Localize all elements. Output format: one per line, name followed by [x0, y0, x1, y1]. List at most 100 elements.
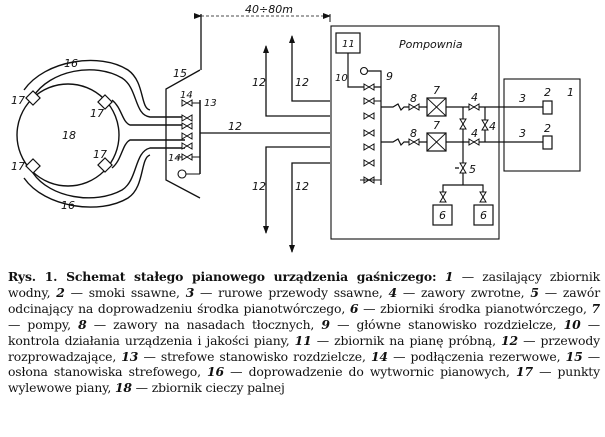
- caption-item: 12 — przewody rozprowadzające,: [8, 333, 600, 364]
- foam-outlet-point: [25, 90, 41, 106]
- label-13: 13: [204, 98, 217, 109]
- caption-item-text: — zawory zwrotne,: [397, 284, 531, 300]
- label-7-top: 7: [433, 84, 440, 97]
- caption-item: 14 — podłączenia rezerwowe,: [371, 349, 566, 364]
- foam-agent-tank: [473, 204, 494, 226]
- caption-item-text: — przewody rozprowadzające,: [8, 332, 600, 364]
- caption-item: 13 — strefowe stanowisko rozdzielcze,: [121, 349, 371, 364]
- label-6-b: 6: [480, 209, 487, 222]
- label-5: 5: [469, 163, 476, 176]
- label-2-bottom: 2: [544, 122, 551, 135]
- caption-item-number: 8: [78, 316, 87, 332]
- label-14-top: 14: [180, 90, 193, 101]
- flammable-liquid-tank: 16 16 17 17 17 17 18: [11, 57, 185, 212]
- caption-item-text: — punkty wylewowe piany,: [8, 364, 600, 396]
- foam-outlet-point: [97, 157, 113, 173]
- figure-caption: Rys. 1. Schemat stałego pianowego urządz…: [8, 269, 600, 396]
- caption-item: 17 — punkty wylewowe piany,: [8, 364, 600, 395]
- caption-item-text: — zawór odcinający na doprowadzeniu środ…: [8, 284, 600, 316]
- caption-item-text: — podłączenia rezerwowe,: [387, 348, 566, 364]
- label-8-top: 8: [410, 92, 417, 105]
- caption-item-text: — zbiornik na pianę próbną,: [311, 332, 502, 348]
- caption-item: 10 — kontrola działania urządzenia i jak…: [8, 317, 600, 348]
- caption-item: 16 — doprowadzenie do wytwornic pianowyc…: [207, 364, 516, 379]
- suction-strainer: [542, 100, 553, 115]
- label-16-top: 16: [64, 57, 78, 70]
- caption-item: 5 — zawór odcinający na doprowadzeniu śr…: [8, 285, 600, 316]
- distance-dimension: 40÷80m: [194, 3, 331, 70]
- caption-item-text: — zbiornik cieczy palnej: [131, 380, 285, 396]
- label-15: 15: [173, 67, 187, 80]
- caption-item-text: — zbiorniki środka pianotwórczego,: [358, 300, 592, 316]
- pump-room-label: Pompownia: [399, 38, 463, 51]
- caption-item: 15 — osłona stanowiska strefowego,: [8, 349, 600, 380]
- label-4-a: 4: [471, 91, 478, 104]
- caption-legend: 1 — zasilający zbiornik wodny, 2 — smoki…: [8, 269, 600, 395]
- label-6-a: 6: [439, 209, 446, 222]
- caption-item-number: 11: [294, 332, 312, 348]
- caption-item: 4 — zawory zwrotne,: [389, 285, 531, 300]
- label-8-bottom: 8: [410, 127, 417, 140]
- pump-room: Pompownia 11 10 9 8 8: [330, 25, 500, 240]
- label-3-bottom: 3: [519, 127, 526, 140]
- caption-item-text: — zasilający zbiornik wodny,: [8, 269, 600, 300]
- label-12-c: 12: [252, 180, 266, 193]
- label-4-b: 4: [471, 127, 478, 140]
- caption-item-text: — kontrola działania urządzenia i jakośc…: [8, 316, 600, 348]
- caption-item-number: 14: [370, 348, 388, 364]
- caption-item: 6 — zbiorniki środka pianotwórczego,: [350, 301, 592, 316]
- caption-item-number: 2: [56, 284, 65, 300]
- label-11: 11: [342, 39, 355, 50]
- label-18: 18: [62, 129, 76, 142]
- label-7-bottom: 7: [433, 119, 440, 132]
- label-17-c: 17: [11, 160, 25, 173]
- label-17-a: 17: [11, 94, 25, 107]
- label-16-bottom: 16: [61, 199, 75, 212]
- zone-distribution-station: 15 14 13 14 12: [165, 67, 330, 199]
- caption-item: 11 — zbiornik na pianę próbną,: [295, 333, 501, 348]
- caption-item-text: — smoki ssawne,: [64, 284, 186, 300]
- label-12-a: 12: [252, 76, 266, 89]
- label-10: 10: [335, 73, 348, 84]
- caption-item: 7 — pompy,: [8, 301, 600, 332]
- label-9: 9: [386, 70, 393, 83]
- label-17-b: 17: [90, 107, 104, 120]
- caption-item-text: — zawory na nasadach tłocznych,: [86, 316, 322, 332]
- label-12-d: 12: [295, 180, 309, 193]
- caption-item: 3 — rurowe przewody ssawne,: [186, 285, 389, 300]
- label-4-c: 4: [489, 120, 496, 133]
- label-12-b: 12: [295, 76, 309, 89]
- suction-strainer: [542, 135, 553, 150]
- zone-gauge-icon: [177, 169, 187, 179]
- caption-item-number: 4: [388, 284, 398, 300]
- distance-label: 40÷80m: [245, 3, 293, 16]
- caption-item-number: 10: [563, 316, 581, 332]
- caption-item: 8 — zawory na nasadach tłocznych,: [78, 317, 321, 332]
- label-14-bottom: 14: [168, 153, 181, 164]
- label-12-main: 12: [228, 120, 242, 133]
- foam-agent-tank: [432, 204, 453, 226]
- caption-item-number: 7: [591, 300, 601, 316]
- label-2-top: 2: [544, 86, 551, 99]
- caption-item: 1 — zasilający zbiornik wodny,: [8, 269, 600, 300]
- caption-item-text: — pompy,: [8, 316, 79, 332]
- caption-item-text: — główne stanowisko rozdzielcze,: [329, 316, 564, 332]
- pump: [426, 132, 447, 152]
- main-gauge-icon: [359, 66, 369, 76]
- label-1: 1: [567, 86, 574, 99]
- water-supply-tank: 1 3 3 2 2: [485, 78, 581, 172]
- caption-item-number: 15: [565, 348, 583, 364]
- caption-item-number: 13: [121, 348, 139, 364]
- pump: [426, 97, 447, 117]
- caption-item: 2 — smoki ssawne,: [56, 285, 185, 300]
- foam-outlet-point: [25, 158, 41, 174]
- caption-item-number: 6: [349, 300, 359, 316]
- fire-foam-system-schematic: 40÷80m 16 16 17 17 17 17 18: [11, 3, 581, 253]
- caption-title: Rys. 1. Schemat stałego pianowego urządz…: [8, 269, 437, 284]
- caption-item-text: — doprowadzenie do wytwornic pianowych,: [223, 364, 516, 380]
- caption-item-number: 17: [515, 364, 533, 380]
- caption-item: 9 — główne stanowisko rozdzielcze,: [321, 317, 563, 332]
- label-17-d: 17: [93, 148, 107, 161]
- caption-item-number: 12: [501, 332, 518, 348]
- caption-item-number: 9: [321, 316, 330, 332]
